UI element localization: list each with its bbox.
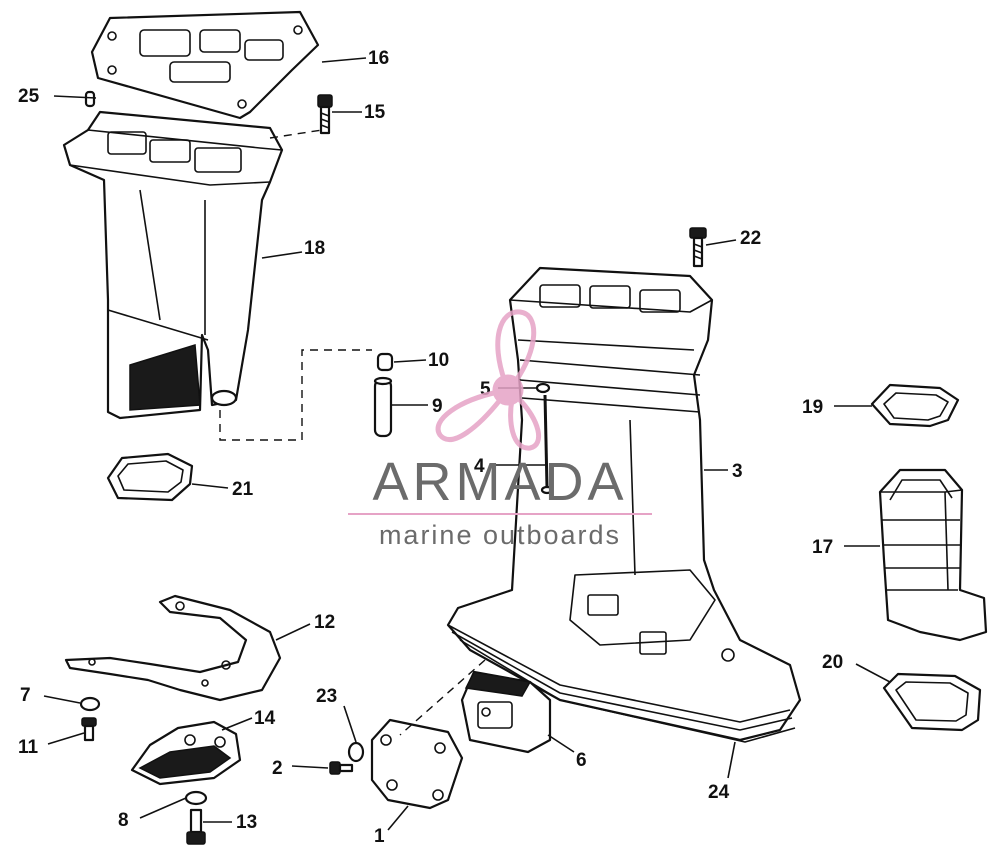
part-3-driveshaft-housing [446,266,802,742]
callout-22: 22 [740,228,761,249]
callout-10: 10 [428,350,449,371]
leader-lines [43,57,891,831]
callout-17: 17 [812,537,833,558]
propeller-logo-icon [435,309,541,451]
part-25-pin [84,90,96,108]
armada-watermark: ARMADA marine outboards [348,309,652,550]
part-2-screw [329,761,354,775]
callout-3: 3 [732,461,743,482]
part-1-cover-plate [370,718,464,810]
part-7-washer [79,696,101,712]
callout-12: 12 [314,612,335,633]
part-22-bolt [689,227,707,268]
assembly-line-18-9 [219,349,372,441]
callout-19: 19 [802,397,823,418]
part-11-screw [81,717,97,742]
callout-16: 16 [368,48,389,69]
part-16-gasket [90,10,320,120]
assembly-line-3-1 [399,659,486,736]
callout-4: 4 [474,456,485,477]
callout-7: 7 [20,685,31,706]
part-23-washer [347,741,365,763]
callout-20: 20 [822,652,843,673]
callout-23: 23 [316,686,337,707]
watermark-tagline: marine outboards [379,520,621,550]
callout-5: 5 [480,379,491,400]
watermark-brand: ARMADA [372,452,627,512]
callout-2: 2 [272,758,283,779]
callout-11: 11 [18,737,39,758]
callout-14: 14 [254,708,276,729]
part-20-gasket [882,672,982,732]
part-24-seal [459,639,796,743]
callout-8: 8 [118,810,129,831]
part-9-tube [373,376,393,438]
callout-18: 18 [304,238,325,259]
part-15-bolt [317,94,333,135]
callout-13: 13 [236,812,257,833]
part-6-block [460,670,552,754]
callout-6: 6 [576,750,587,771]
callout-15: 15 [364,102,386,123]
part-13-bolt [186,808,206,845]
callout-1: 1 [374,826,385,847]
part-18-exhaust-housing [62,110,284,420]
callout-labels: 16 25 15 18 22 10 5 9 19 4 3 21 17 12 20… [18,48,843,847]
part-10-bushing [376,352,394,372]
part-17-exhaust-tube [878,468,988,642]
part-12-plate [64,594,282,702]
callout-21: 21 [232,479,254,500]
callout-9: 9 [432,396,443,417]
callout-25: 25 [18,86,40,107]
part-21-gasket [106,452,194,502]
part-14-anode [130,720,242,786]
part-4-stud [540,394,554,495]
part-8-washer [184,790,208,806]
callout-24: 24 [708,782,730,803]
part-19-gasket [870,383,960,428]
